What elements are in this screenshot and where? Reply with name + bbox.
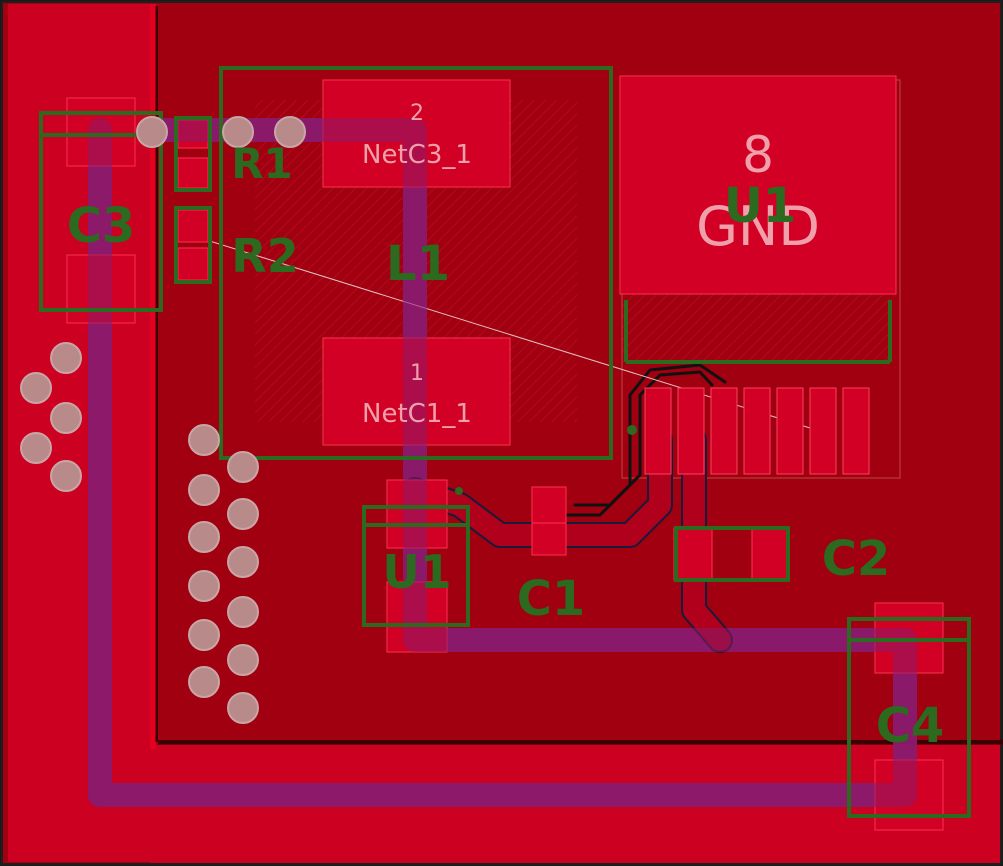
via-icon[interactable] [227,596,259,628]
u1-pad8-number: 8 [742,126,774,184]
c1-pad-bottom[interactable] [531,522,567,556]
via-icon[interactable] [188,570,220,602]
via-icon[interactable] [188,666,220,698]
via-icon[interactable] [50,342,82,374]
via-icon[interactable] [188,474,220,506]
c2-pad-left[interactable] [673,527,713,581]
u1-pin[interactable] [710,387,738,475]
via-icon[interactable] [20,372,52,404]
c2-silk-outline [674,526,790,582]
l1-pad2-net: NetC3_1 [362,140,472,170]
u1-pin[interactable] [743,387,771,475]
label-r2: R2 [231,229,298,283]
via-icon[interactable] [50,460,82,492]
c4-silk-outline [847,617,971,818]
label-c2: C2 [822,531,891,587]
c1-pad-top[interactable] [531,486,567,524]
airwire [199,237,811,429]
u1-pin[interactable] [776,387,804,475]
via-icon[interactable] [227,451,259,483]
via-icon[interactable] [227,692,259,724]
u1-pin1-dot [627,425,637,435]
r1-silk-outline [174,116,212,192]
u1-body-hatch [622,292,890,362]
r2-silk-outline [174,206,212,284]
v1-silk-outline [362,505,470,627]
c2-pad-right[interactable] [751,527,789,581]
r1-pad-bottom[interactable] [177,157,209,189]
label-u1-top: U1 [724,178,796,234]
l1-silk-outline [219,66,613,460]
thin-trace-black-2 [573,370,714,507]
label-c1: C1 [517,571,586,627]
label-u1-bottom: U1 [382,545,451,599]
label-c3: C3 [67,198,136,254]
u1-pad8-net: GND [696,195,820,258]
via-icon[interactable] [50,402,82,434]
u1-pin[interactable] [809,387,837,475]
via-icon[interactable] [222,116,254,148]
via-icon[interactable] [188,521,220,553]
label-l1: L1 [386,236,450,292]
thin-trace-black [563,363,727,517]
label-c4: C4 [876,698,945,754]
via-icon[interactable] [227,546,259,578]
l1-pad2-number: 2 [410,101,424,126]
l1-pad1-net: NetC1_1 [362,399,472,429]
u1-pin[interactable] [644,387,672,475]
u1-pin[interactable] [677,387,705,475]
via-icon[interactable] [20,432,52,464]
via-icon[interactable] [227,498,259,530]
label-r1: R1 [231,139,293,188]
u1-pin[interactable] [842,387,870,475]
via-icon[interactable] [274,116,306,148]
v1-pin1-dot [455,487,463,495]
u1-pad-8[interactable] [619,75,897,295]
c3-silk-outline [39,111,163,312]
via-icon[interactable] [188,424,220,456]
r2-pad-top[interactable] [177,209,209,243]
via-icon[interactable] [227,644,259,676]
r2-pad-bottom[interactable] [177,247,209,281]
via-icon[interactable] [188,619,220,651]
u1-pin-pads [644,387,870,475]
l1-pad1-number: 1 [410,361,424,386]
via-icon[interactable] [136,116,168,148]
pour-edge-left [150,4,156,749]
via-group [20,116,306,724]
